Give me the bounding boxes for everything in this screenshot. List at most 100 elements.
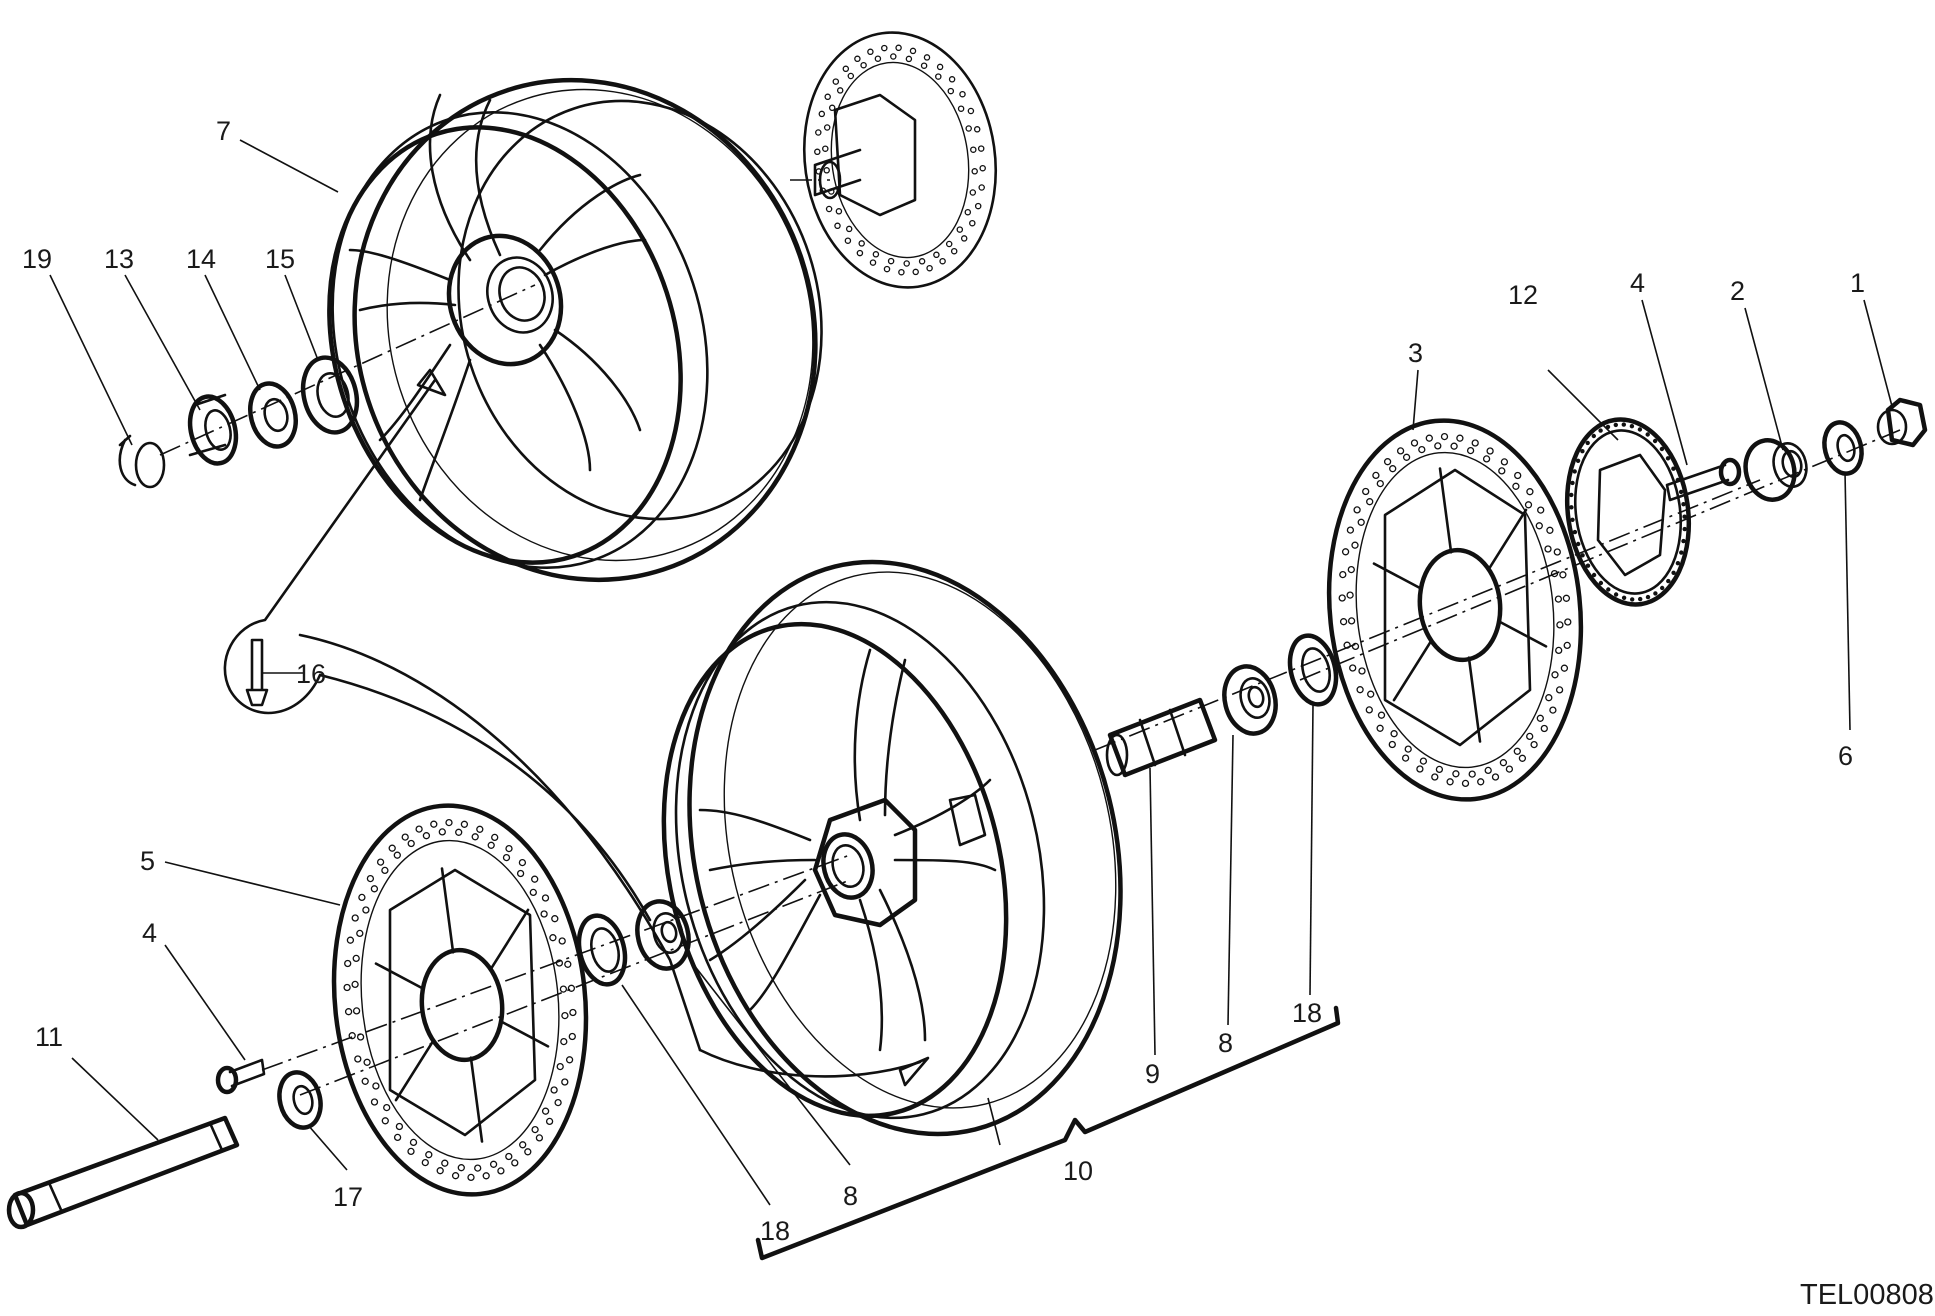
drill-hole bbox=[561, 1078, 569, 1086]
drill-hole bbox=[1491, 773, 1500, 781]
drill-hole bbox=[1580, 449, 1585, 454]
drill-hole bbox=[1545, 694, 1553, 702]
drill-hole bbox=[1621, 595, 1627, 600]
drill-hole bbox=[1591, 572, 1597, 578]
drill-hole bbox=[1665, 456, 1671, 461]
drill-hole bbox=[1585, 563, 1591, 568]
drill-hole bbox=[1410, 439, 1419, 447]
drill-hole bbox=[1530, 740, 1538, 749]
drill-hole bbox=[874, 55, 882, 62]
drill-hole bbox=[1671, 570, 1676, 575]
drill-hole bbox=[1660, 585, 1665, 591]
drill-hole bbox=[549, 934, 557, 942]
drill-hole bbox=[1498, 467, 1506, 475]
drill-hole bbox=[354, 1055, 362, 1063]
drill-hole bbox=[936, 63, 944, 71]
drill-hole bbox=[393, 1133, 402, 1142]
drill-hole bbox=[956, 226, 964, 233]
drill-hole bbox=[556, 1062, 564, 1071]
drill-hole bbox=[912, 268, 919, 276]
drill-hole bbox=[964, 208, 972, 216]
drill-hole bbox=[909, 47, 917, 55]
valve-detail bbox=[223, 368, 930, 1087]
front-brake-disc-left bbox=[331, 803, 589, 1197]
drill-hole bbox=[947, 87, 955, 95]
drill-hole bbox=[895, 44, 902, 52]
drill-hole bbox=[918, 258, 926, 265]
drill-hole bbox=[1456, 434, 1464, 442]
drill-hole bbox=[372, 1082, 380, 1090]
drill-hole bbox=[1341, 548, 1350, 556]
drill-hole bbox=[1347, 617, 1356, 625]
screw-left bbox=[215, 1058, 266, 1095]
drill-hole bbox=[1555, 686, 1564, 694]
callout-13: 13 bbox=[104, 244, 134, 274]
spacer-tube bbox=[1105, 697, 1218, 778]
drill-hole bbox=[1570, 517, 1575, 522]
drill-hole bbox=[1653, 591, 1658, 596]
drill-hole bbox=[376, 858, 385, 866]
disc-carrier-spoke bbox=[374, 962, 426, 991]
drill-hole bbox=[1606, 587, 1611, 592]
drill-hole bbox=[905, 55, 913, 63]
drill-hole bbox=[823, 167, 830, 174]
callout-4-right: 4 bbox=[1630, 268, 1645, 298]
drill-hole bbox=[1681, 538, 1686, 544]
drill-hole bbox=[1540, 724, 1548, 733]
drill-hole bbox=[1440, 432, 1449, 441]
drill-hole bbox=[1630, 597, 1635, 602]
drill-hole bbox=[1484, 766, 1492, 775]
seal-18-right bbox=[1287, 633, 1339, 707]
drill-hole bbox=[1580, 553, 1585, 558]
drill-hole bbox=[344, 1008, 353, 1016]
disc-carrier-spoke bbox=[440, 867, 455, 954]
disc-carrier-spoke bbox=[1488, 508, 1528, 570]
drill-hole bbox=[883, 265, 891, 273]
callout-3: 3 bbox=[1408, 338, 1423, 368]
drill-hole bbox=[1682, 526, 1687, 532]
drill-hole bbox=[1645, 594, 1651, 600]
disc-carrier-spoke bbox=[1438, 467, 1453, 554]
drill-hole bbox=[965, 125, 972, 132]
drill-hole bbox=[441, 1159, 449, 1167]
drill-hole bbox=[344, 959, 352, 968]
drill-hole bbox=[1536, 714, 1544, 722]
drill-hole bbox=[352, 954, 360, 963]
drill-hole bbox=[564, 960, 572, 968]
drill-hole bbox=[842, 65, 850, 73]
drill-hole bbox=[828, 104, 836, 112]
drill-hole bbox=[1679, 550, 1684, 555]
drill-hole bbox=[1396, 447, 1405, 455]
drill-hole bbox=[1564, 618, 1572, 626]
drill-hole bbox=[923, 54, 931, 61]
front-axle bbox=[6, 1115, 240, 1230]
drill-hole bbox=[489, 1160, 498, 1168]
drill-hole bbox=[505, 844, 513, 853]
drill-hole bbox=[872, 251, 880, 258]
drill-hole bbox=[1383, 458, 1392, 466]
drill-hole bbox=[1500, 458, 1509, 466]
drill-hole bbox=[1356, 686, 1364, 694]
drill-hole bbox=[550, 1086, 558, 1094]
drill-hole bbox=[1434, 442, 1442, 450]
bearing-8-left bbox=[635, 899, 691, 971]
drill-hole bbox=[890, 53, 897, 60]
drill-hole bbox=[1390, 730, 1398, 738]
drill-hole bbox=[1450, 442, 1458, 450]
disc-carrier-spoke bbox=[1372, 562, 1424, 591]
drill-hole bbox=[558, 937, 566, 945]
drill-hole bbox=[541, 894, 550, 902]
drill-hole bbox=[1346, 591, 1354, 599]
drill-hole bbox=[1621, 422, 1627, 427]
drill-hole bbox=[370, 1098, 379, 1106]
drill-hole bbox=[898, 268, 905, 276]
drill-hole bbox=[482, 1172, 490, 1180]
drill-hole bbox=[497, 1167, 505, 1175]
drill-hole bbox=[511, 1159, 519, 1167]
callout-12: 12 bbox=[1508, 280, 1538, 310]
drill-hole bbox=[407, 839, 415, 848]
drill-hole bbox=[1549, 706, 1557, 714]
drill-hole bbox=[867, 48, 874, 56]
drill-hole bbox=[1569, 505, 1574, 510]
drill-hole bbox=[381, 866, 389, 875]
